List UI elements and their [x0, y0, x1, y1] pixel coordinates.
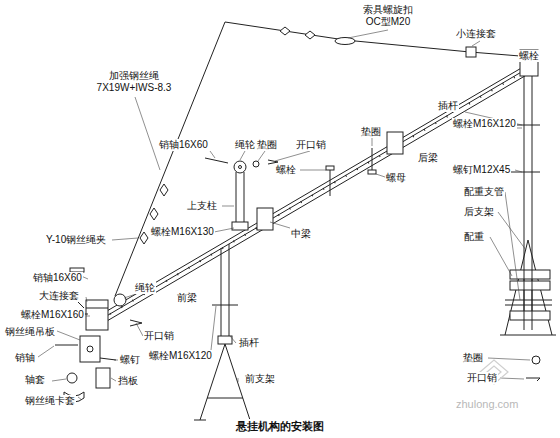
part-label: 中梁 — [290, 228, 312, 240]
part-label: 配重 — [463, 231, 485, 243]
leader-lines — [38, 30, 530, 400]
part-label: 螺栓M16X120 — [148, 350, 213, 362]
part-label: 后支架 — [463, 206, 495, 218]
part-label: 开口销 — [295, 139, 327, 151]
part-label: 插杆 — [437, 100, 459, 112]
part-label: 螺栓 — [518, 50, 540, 62]
part-label: 小连接套 — [455, 28, 497, 40]
part-label: 后梁 — [417, 152, 439, 164]
part-label: 垫圈 — [256, 139, 278, 151]
part-label: 前梁 — [176, 292, 198, 304]
part-label: 销轴16X60 — [158, 139, 209, 151]
part-label: 挡板 — [117, 375, 139, 387]
part-label: 开口销 — [143, 330, 175, 342]
watermark: zhulong.com — [455, 398, 519, 410]
part-label: 插杆 — [238, 337, 260, 349]
part-label: 螺钉M12X45 — [452, 164, 511, 176]
part-label: 前支架 — [244, 373, 276, 385]
part-label: 垫圈 — [360, 126, 382, 138]
part-label: 垫圈 — [462, 352, 484, 364]
part-label: 轴套 — [24, 374, 46, 386]
part-label: Y-10钢丝绳夹 — [45, 234, 107, 246]
part-label: 销轴 — [14, 352, 36, 364]
part-label: 加强钢丝绳 7X19W+IWS-8.3 — [92, 70, 176, 94]
part-label: 索具螺旋扣 OC型M20 — [358, 4, 418, 28]
part-label: 钢丝绳卡套 — [24, 395, 76, 407]
part-label: 配重支管 — [463, 186, 505, 198]
beam-assembly — [55, 22, 556, 420]
part-label: 钢丝绳吊板 — [4, 326, 56, 338]
part-label: 上支柱 — [186, 200, 218, 212]
part-label: 螺栓M16X120 — [452, 118, 517, 130]
part-label: 螺栓M16X160 — [20, 309, 85, 321]
part-label: 螺栓M16X130 — [150, 226, 215, 238]
part-label: 绳轮 — [234, 139, 256, 151]
part-label: 销轴16X60 — [32, 272, 83, 284]
part-label: 开口销 — [466, 372, 498, 384]
part-label: 绳轮 — [134, 282, 156, 294]
figure-caption: 悬挂机构的安装图 — [236, 419, 324, 434]
part-label: 螺栓 — [275, 164, 297, 176]
part-label: 螺母 — [385, 172, 407, 184]
part-label: 螺钉 — [119, 354, 141, 366]
part-label: 大连接套 — [38, 290, 80, 302]
